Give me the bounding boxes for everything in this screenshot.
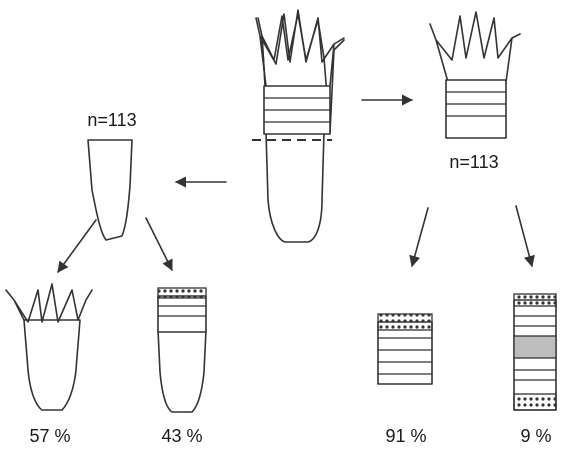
outcome-right-a-shape xyxy=(378,314,432,384)
head-fragment xyxy=(430,12,520,138)
outcome-right-b-percent: 9 % xyxy=(520,426,551,447)
outcome-left-a-shape xyxy=(6,284,92,410)
right-sample-count: n=113 xyxy=(449,152,498,173)
outcome-left-b-percent: 43 % xyxy=(161,426,202,447)
outcome-left-b-shape xyxy=(158,288,206,412)
arrow-right-a xyxy=(412,208,428,266)
arrow-left-a xyxy=(58,220,96,272)
arrow-left-b xyxy=(146,218,172,270)
outcome-right-a-percent: 91 % xyxy=(385,426,426,447)
left-sample-count: n=113 xyxy=(87,110,136,131)
arrow-right-b xyxy=(516,206,532,266)
foot-fragment xyxy=(88,140,132,240)
intact-polyp xyxy=(252,10,344,242)
outcome-left-a-percent: 57 % xyxy=(29,426,70,447)
outcome-right-b-shape xyxy=(514,294,556,410)
shaded-band xyxy=(514,336,556,358)
